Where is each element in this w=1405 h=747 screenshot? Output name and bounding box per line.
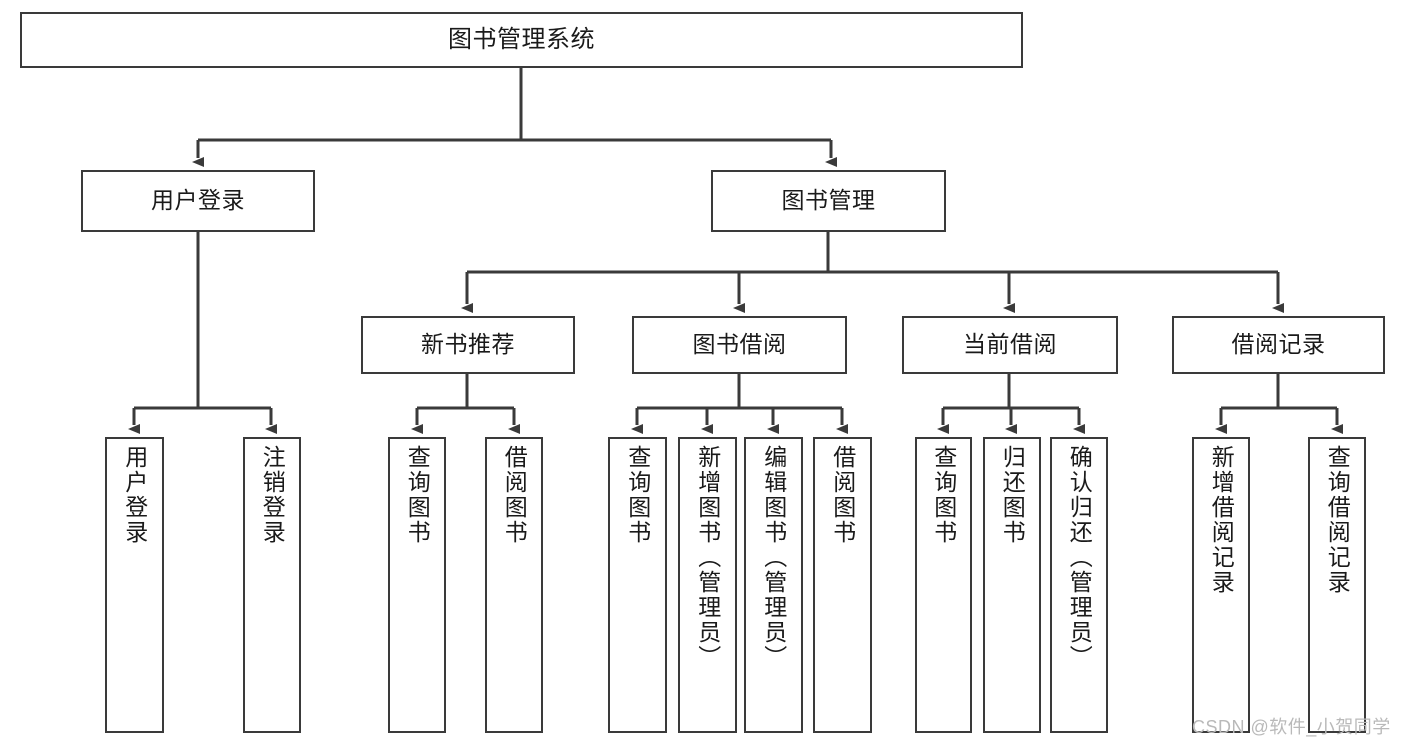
node-leaf-add-borrow-record-label: 新增借阅记录 bbox=[1208, 445, 1235, 595]
node-leaf-borrow-book-label: 借阅图书 bbox=[829, 445, 856, 545]
node-leaf-add-borrow-record[interactable]: 新增借阅记录 bbox=[1192, 437, 1250, 733]
node-borrow-record[interactable]: 借阅记录 bbox=[1172, 316, 1385, 374]
node-root-label: 图书管理系统 bbox=[448, 25, 595, 53]
node-borrow-record-label: 借阅记录 bbox=[1231, 331, 1326, 358]
node-leaf-query-borrow-record[interactable]: 查询借阅记录 bbox=[1308, 437, 1366, 733]
node-leaf-borrow-book[interactable]: 借阅图书 bbox=[813, 437, 872, 733]
node-book-management[interactable]: 图书管理 bbox=[711, 170, 946, 232]
node-leaf-borrow-book-new[interactable]: 借阅图书 bbox=[485, 437, 543, 733]
node-leaf-query-book-current-label: 查询图书 bbox=[930, 445, 957, 545]
node-current-borrow-label: 当前借阅 bbox=[963, 331, 1057, 358]
node-leaf-edit-book[interactable]: 编辑图书（管理员） bbox=[744, 437, 803, 733]
node-leaf-add-book-label: 新增图书（管理员） bbox=[694, 445, 721, 670]
node-book-management-label: 图书管理 bbox=[781, 187, 876, 214]
node-leaf-query-book-new[interactable]: 查询图书 bbox=[388, 437, 446, 733]
node-leaf-confirm-return-label: 确认归还（管理员） bbox=[1066, 445, 1093, 670]
node-leaf-query-book-current[interactable]: 查询图书 bbox=[915, 437, 972, 733]
csdn-watermark: CSDN @软件_小贺同学 bbox=[1192, 717, 1391, 737]
node-leaf-user-login-label: 用户登录 bbox=[121, 445, 148, 545]
node-current-borrow[interactable]: 当前借阅 bbox=[902, 316, 1118, 374]
node-new-book-recommend-label: 新书推荐 bbox=[421, 331, 515, 358]
node-leaf-confirm-return[interactable]: 确认归还（管理员） bbox=[1050, 437, 1108, 733]
node-leaf-add-book[interactable]: 新增图书（管理员） bbox=[678, 437, 737, 733]
node-leaf-return-book-label: 归还图书 bbox=[999, 445, 1026, 545]
node-leaf-user-logout-label: 注销登录 bbox=[259, 445, 286, 545]
node-user-login[interactable]: 用户登录 bbox=[81, 170, 315, 232]
node-book-borrow[interactable]: 图书借阅 bbox=[632, 316, 847, 374]
node-leaf-borrow-book-new-label: 借阅图书 bbox=[501, 445, 528, 545]
node-user-login-label: 用户登录 bbox=[151, 187, 245, 214]
node-leaf-query-borrow-record-label: 查询借阅记录 bbox=[1324, 445, 1351, 595]
node-leaf-query-book-new-label: 查询图书 bbox=[404, 445, 431, 545]
node-leaf-return-book[interactable]: 归还图书 bbox=[983, 437, 1041, 733]
node-new-book-recommend[interactable]: 新书推荐 bbox=[361, 316, 575, 374]
node-leaf-query-book-borrow-label: 查询图书 bbox=[624, 445, 651, 545]
node-leaf-user-login[interactable]: 用户登录 bbox=[105, 437, 164, 733]
node-leaf-user-logout[interactable]: 注销登录 bbox=[243, 437, 301, 733]
node-root[interactable]: 图书管理系统 bbox=[20, 12, 1023, 68]
node-leaf-query-book-borrow[interactable]: 查询图书 bbox=[608, 437, 667, 733]
node-book-borrow-label: 图书借阅 bbox=[692, 331, 787, 358]
node-leaf-edit-book-label: 编辑图书（管理员） bbox=[760, 445, 787, 670]
